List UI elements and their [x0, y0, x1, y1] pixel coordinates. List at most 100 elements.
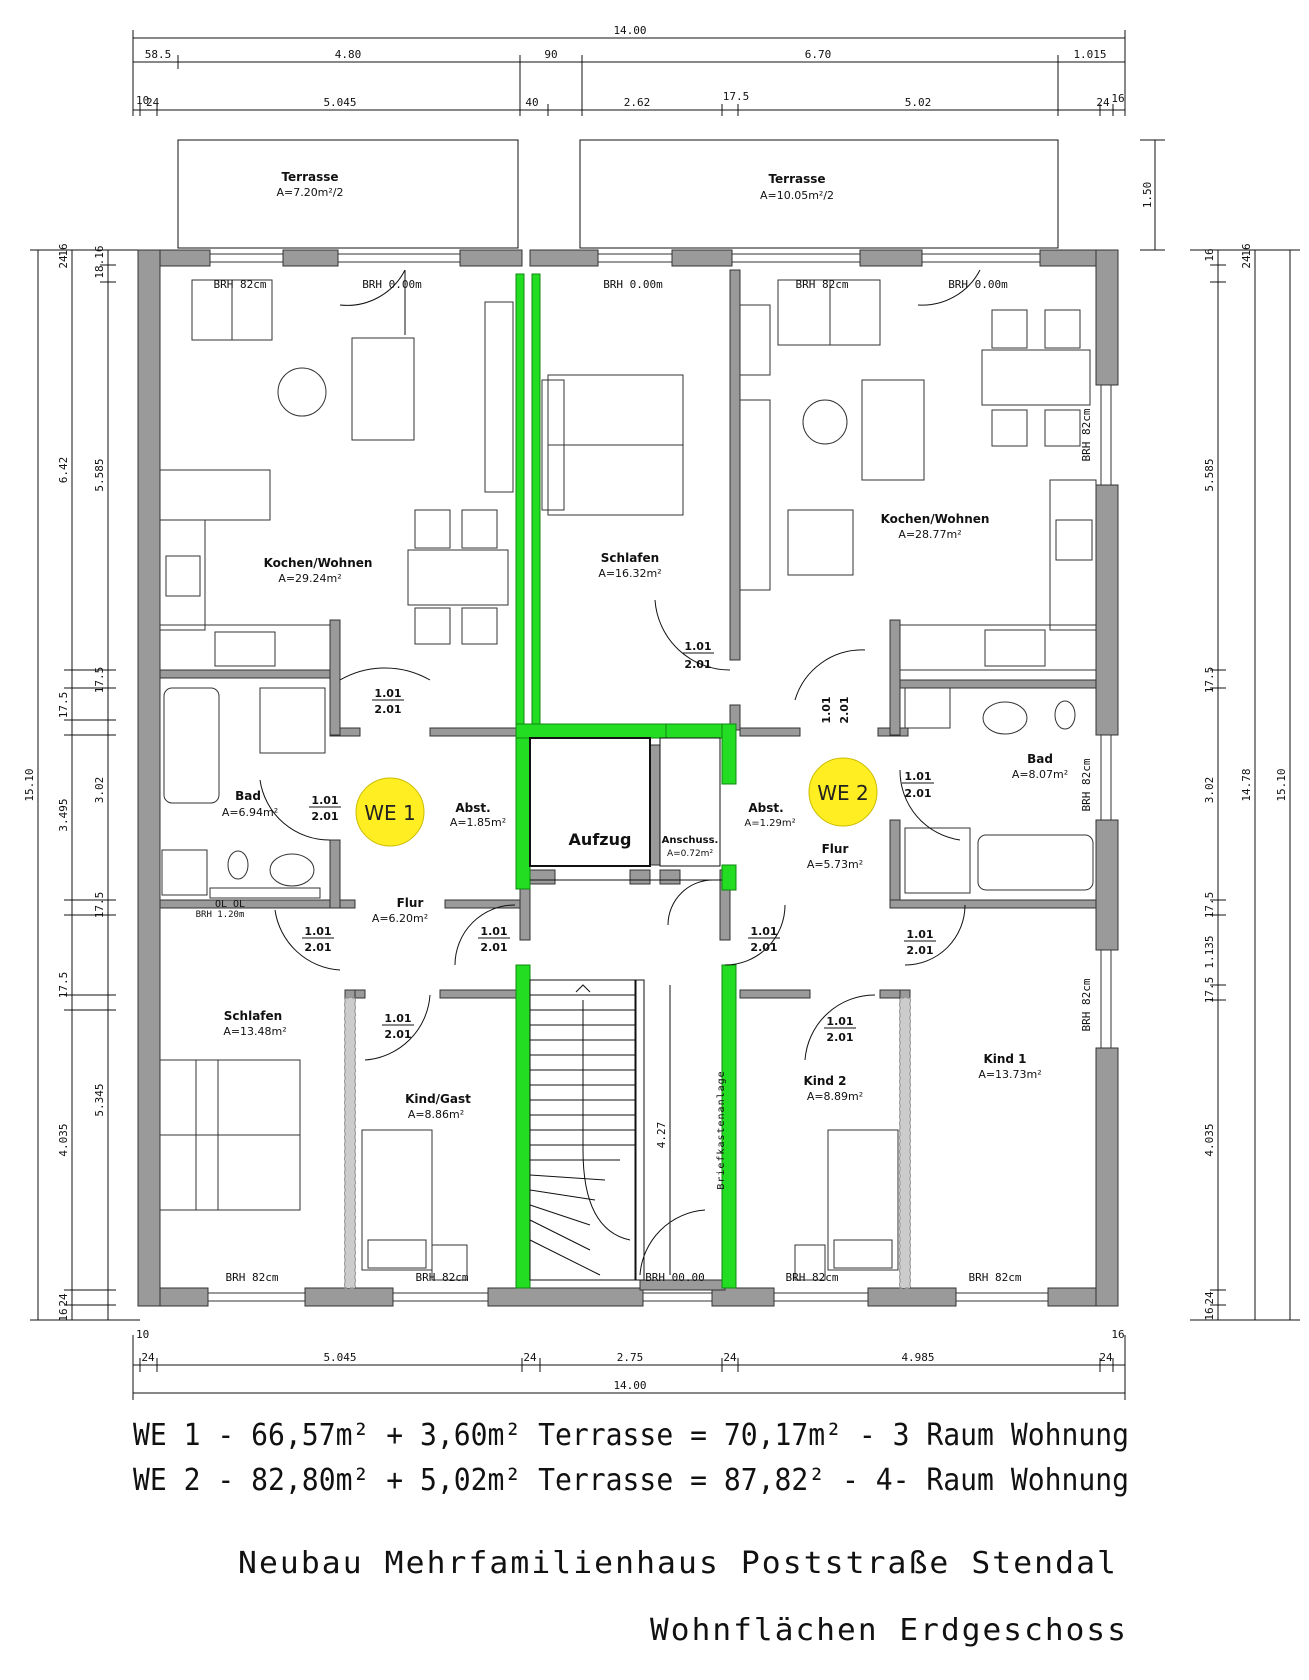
title-line-2: Wohnflächen Erdgeschoss [650, 1613, 1128, 1648]
dim-left-in-10: 16 [57, 1308, 70, 1321]
title-line-1: Neubau Mehrfamilienhaus Poststraße Stend… [238, 1546, 1118, 1581]
dim-bot-5: 2.75 [617, 1351, 644, 1364]
brh-label: BRH 82cm [1080, 758, 1093, 811]
kind2-name: Kind 2 [803, 1074, 846, 1088]
terrace2-area: A=10.05m²/2 [760, 189, 834, 202]
kw1-area: A=29.24m² [278, 572, 341, 585]
dim-left-in-5: 17.5 [93, 667, 106, 694]
bad2-area: A=8.07m² [1012, 768, 1068, 781]
dim-right-in-3: 16 [1240, 243, 1253, 256]
brh-label: BRH 82cm [969, 1271, 1022, 1284]
schlafen1-name: Schlafen [224, 1009, 282, 1023]
dim-bot-9: 16 [1111, 1328, 1124, 1341]
door-label-top: 1.01 [311, 794, 338, 807]
dim-bot-2: 24 [141, 1351, 155, 1364]
dim-left-in-2: 24 [57, 255, 70, 269]
windows [207, 253, 1112, 1302]
dim-left-in-7: 17.5 [93, 892, 106, 919]
dimension-texts: 14.00 58.5 4.80 90 6.70 1.015 10 24 5.04… [23, 24, 1288, 1392]
abst1-name: Abst. [455, 801, 490, 815]
dim-left-mid-5: 4.035 [57, 1123, 70, 1156]
brh-labels: BRH 82cm BRH 0.00m BRH 0.00m BRH 82cm BR… [196, 278, 1093, 1284]
door-label-bottom: 2.01 [906, 944, 933, 957]
briefkasten-label: Briefkastenanlage [716, 1070, 727, 1189]
door-label-bottom: 2.01 [304, 941, 331, 954]
partition-walls [344, 997, 911, 1289]
door-label-bottom: 2.01 [384, 1028, 411, 1041]
dim-right-in-6: 3.02 [1203, 777, 1216, 804]
dim-bot-6: 24 [723, 1351, 737, 1364]
brh-label: BRH 82cm [1080, 408, 1093, 461]
door-label-top: 1.01 [904, 770, 931, 783]
brh-label: BRH 82cm [796, 278, 849, 291]
green-walls [515, 273, 737, 1289]
terraces [177, 139, 1059, 249]
dim-top2-7: 5.02 [905, 96, 932, 109]
dim-right-in-2: 24 [1240, 255, 1253, 269]
kind1-name: Kind 1 [983, 1052, 1026, 1066]
door-swings [259, 269, 981, 1276]
dim-right-in-12: 16 [1203, 1307, 1216, 1320]
dim-top-3: 90 [544, 48, 557, 61]
door-labels: 1.01 2.01 1.01 2.01 1.01 2.01 1.01 2.01 … [304, 640, 933, 1044]
bad1-name: Bad [235, 789, 261, 803]
dim-right-in-4: 5.585 [1203, 458, 1216, 491]
dim-right-mid: 14.78 [1240, 768, 1253, 801]
summary-line-2: WE 2 - 82,80m² + 5,02m² Terrasse = 87,82… [133, 1463, 1129, 1498]
stair-steps [529, 984, 671, 1276]
abst2-name: Abst. [748, 801, 783, 815]
dim-top2-8: 24 [1096, 96, 1110, 109]
brh-label: BRH 82cm [226, 1271, 279, 1284]
dim-top-4: 6.70 [805, 48, 832, 61]
aufzug-name: Aufzug [569, 830, 632, 849]
abst2-area: A=1.29m² [744, 818, 795, 829]
brh-label: BRH 0.00m [603, 278, 663, 291]
flur1-name: Flur [397, 896, 424, 910]
kind1-area: A=13.73m² [978, 1068, 1041, 1081]
door-label-top: 1.01 [480, 925, 507, 938]
door-label-top: 1.01 [750, 925, 777, 938]
dim-bot-total: 14.00 [613, 1379, 646, 1392]
dim-top-5: 1.015 [1073, 48, 1106, 61]
anschluss-area: A=0.72m² [667, 849, 714, 859]
door-label-bottom: 2.01 [838, 696, 851, 723]
door-label-top: 1.01 [820, 696, 833, 723]
door-label-top: 1.01 [374, 687, 401, 700]
dim-left-in-9: 24 [57, 1293, 70, 1307]
we1-marker: WE 1 [355, 777, 425, 847]
dim-left-mid-1: 6.42 [57, 457, 70, 484]
schlafen-mid-name: Schlafen [601, 551, 659, 565]
dim-top-1: 58.5 [145, 48, 172, 61]
dim-right-in-10: 4.035 [1203, 1123, 1216, 1156]
brh-label: BRH 82cm [786, 1271, 839, 1284]
dim-right-in-7: 17.5 [1203, 892, 1216, 919]
dim-terrace-depth: 1.50 [1141, 182, 1154, 209]
door-label-top: 1.01 [384, 1012, 411, 1025]
door-label-bottom: 2.01 [826, 1031, 853, 1044]
dim-left-mid-4: 17.5 [57, 972, 70, 999]
dim-bot-8: 24 [1099, 1351, 1113, 1364]
kind2-area: A=8.89m² [807, 1090, 863, 1103]
brh-label: BRH 82cm [214, 278, 267, 291]
dim-top-total: 14.00 [613, 24, 646, 37]
ol-label: OL OL [215, 899, 245, 910]
kw2-name: Kochen/Wohnen [881, 512, 990, 526]
we2-label: WE 2 [817, 781, 869, 805]
dim-right-in-1: 16 [1203, 248, 1216, 261]
dim-bot-4: 24 [523, 1351, 537, 1364]
dim-right-in-5: 17.5 [1203, 667, 1216, 694]
door-label-bottom: 2.01 [684, 658, 711, 671]
brh-label: BRH 00.00 [645, 1271, 705, 1284]
bad2-name: Bad [1027, 752, 1053, 766]
kindgast-area: A=8.86m² [408, 1108, 464, 1121]
dim-top2-5: 2.62 [624, 96, 651, 109]
dim-left-in-4: 5.585 [93, 458, 106, 491]
room-labels: Kochen/Wohnen A=29.24m² Schlafen A=16.32… [222, 512, 1068, 1121]
dim-top-2: 4.80 [335, 48, 362, 61]
flur2-name: Flur [822, 842, 849, 856]
dim-top2-6: 17.5 [723, 90, 750, 103]
door-label-bottom: 2.01 [750, 941, 777, 954]
dim-top2-2: 24 [146, 96, 160, 109]
dimension-lines [30, 30, 1300, 1400]
dim-right-in-11: 24 [1203, 1291, 1216, 1305]
